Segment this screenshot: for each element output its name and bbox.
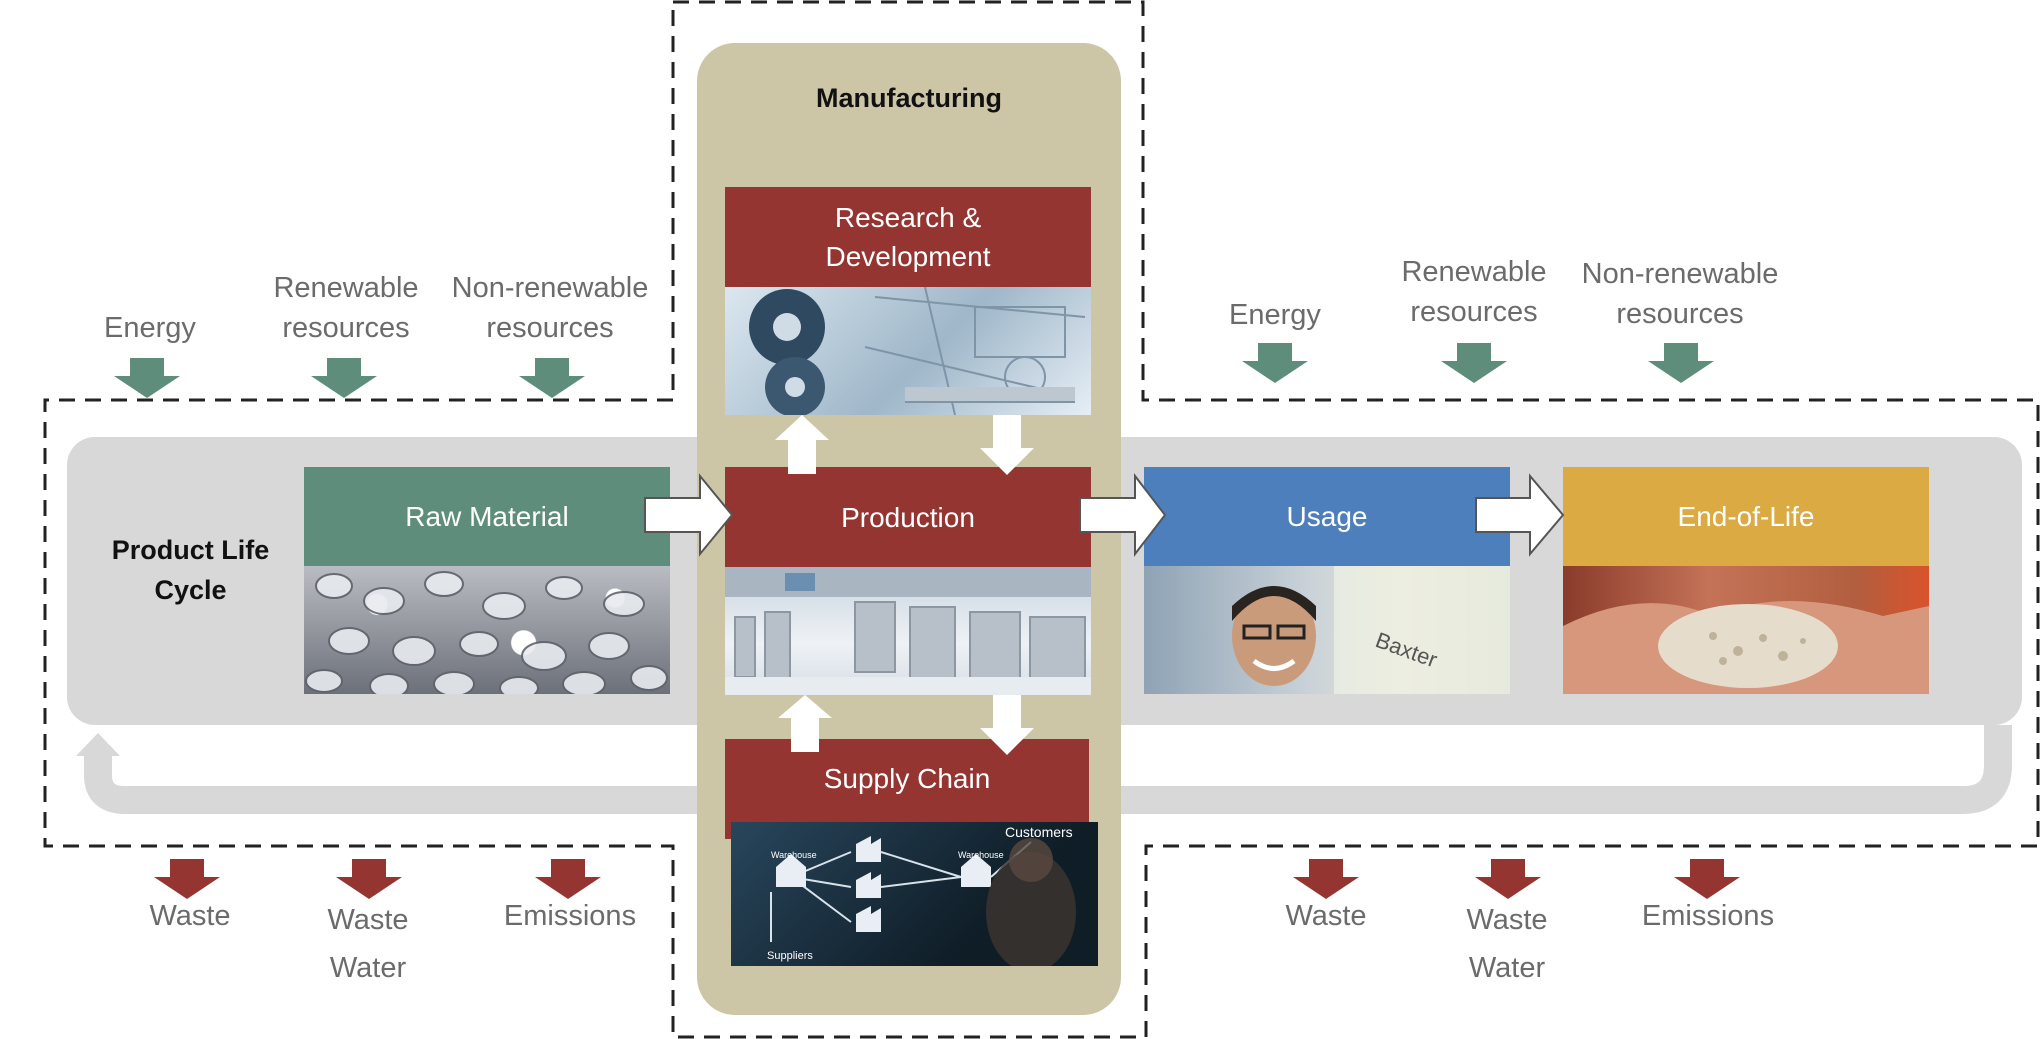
production-header: Production (725, 467, 1091, 567)
supply-chain-label: Supply Chain (823, 762, 991, 794)
down-arrow-icon (1648, 343, 1714, 383)
suppliers-text: Suppliers (767, 950, 813, 962)
output-wastewater-left: Waste Water (327, 904, 409, 984)
input-nonrenewable-left: Non-renewable resources (451, 272, 649, 344)
supply-chain-illustration (770, 836, 1076, 966)
right-block-arrow-icon (1475, 473, 1565, 557)
end-of-life-header: End-of-Life (1563, 467, 1929, 566)
down-block-arrow-icon (980, 695, 1034, 755)
research-development-header: Research & Development (725, 187, 1091, 287)
patient-illustration: Baxter (1232, 566, 1510, 694)
down-arrow-icon (1475, 859, 1541, 899)
raw-material-photo (304, 566, 670, 694)
down-arrow-icon (336, 859, 402, 899)
down-arrow-icon (535, 859, 601, 899)
manufacturing-title: Manufacturing (816, 83, 1002, 113)
usage-label: Usage (1286, 501, 1368, 532)
down-arrow-icon (1441, 343, 1507, 383)
raw-material-header: Raw Material (304, 467, 670, 566)
warehouse-right-text: Warehouse (958, 850, 1004, 860)
plastic-pellets-illustration (305, 571, 668, 694)
down-arrow-icon (1242, 343, 1308, 383)
customers-text: Customers (1005, 824, 1073, 840)
down-arrow-icon (519, 358, 585, 398)
usage-photo: Baxter (1144, 566, 1510, 694)
warehouse-left-text: Warehouse (771, 850, 817, 860)
input-renewable-right: Renewable resources (1401, 256, 1547, 328)
production-photo (725, 567, 1091, 695)
right-block-arrow-icon (644, 473, 734, 557)
down-arrow-icon (1674, 859, 1740, 899)
down-arrow-icon (1293, 859, 1359, 899)
output-waste-left: Waste (149, 900, 231, 932)
research-development-photo (725, 287, 1091, 415)
output-emissions-right: Emissions (1641, 900, 1775, 932)
down-arrow-icon (154, 859, 220, 899)
output-waste-right: Waste (1285, 900, 1367, 932)
production-label: Production (841, 501, 975, 533)
hands-flakes-illustration (1563, 601, 1929, 694)
research-development-label: Research & Development (825, 202, 991, 272)
gears-illustration (749, 287, 1086, 415)
down-arrow-icon (114, 358, 180, 398)
right-block-arrow-icon (1079, 473, 1167, 557)
output-emissions-left: Emissions (503, 900, 637, 932)
input-nonrenewable-right: Non-renewable resources (1581, 258, 1779, 330)
up-block-arrow-icon (775, 415, 829, 474)
end-of-life-photo (1563, 566, 1929, 694)
up-block-arrow-icon (778, 695, 832, 752)
usage-header: Usage (1144, 467, 1510, 566)
supply-chain-photo: Customers Warehouse Warehouse Suppliers (731, 822, 1098, 966)
factory-floor-illustration (725, 567, 1091, 695)
raw-material-label: Raw Material (405, 501, 569, 532)
end-of-life-label: End-of-Life (1677, 501, 1815, 532)
product-life-cycle-label: Product Life Cycle (111, 535, 270, 605)
down-block-arrow-icon (980, 415, 1034, 475)
input-energy-right: Energy (1229, 299, 1321, 331)
input-renewable-left: Renewable resources (273, 272, 419, 344)
down-arrow-icon (311, 358, 377, 398)
output-wastewater-right: Waste Water (1466, 904, 1548, 984)
input-energy-left: Energy (104, 312, 196, 344)
